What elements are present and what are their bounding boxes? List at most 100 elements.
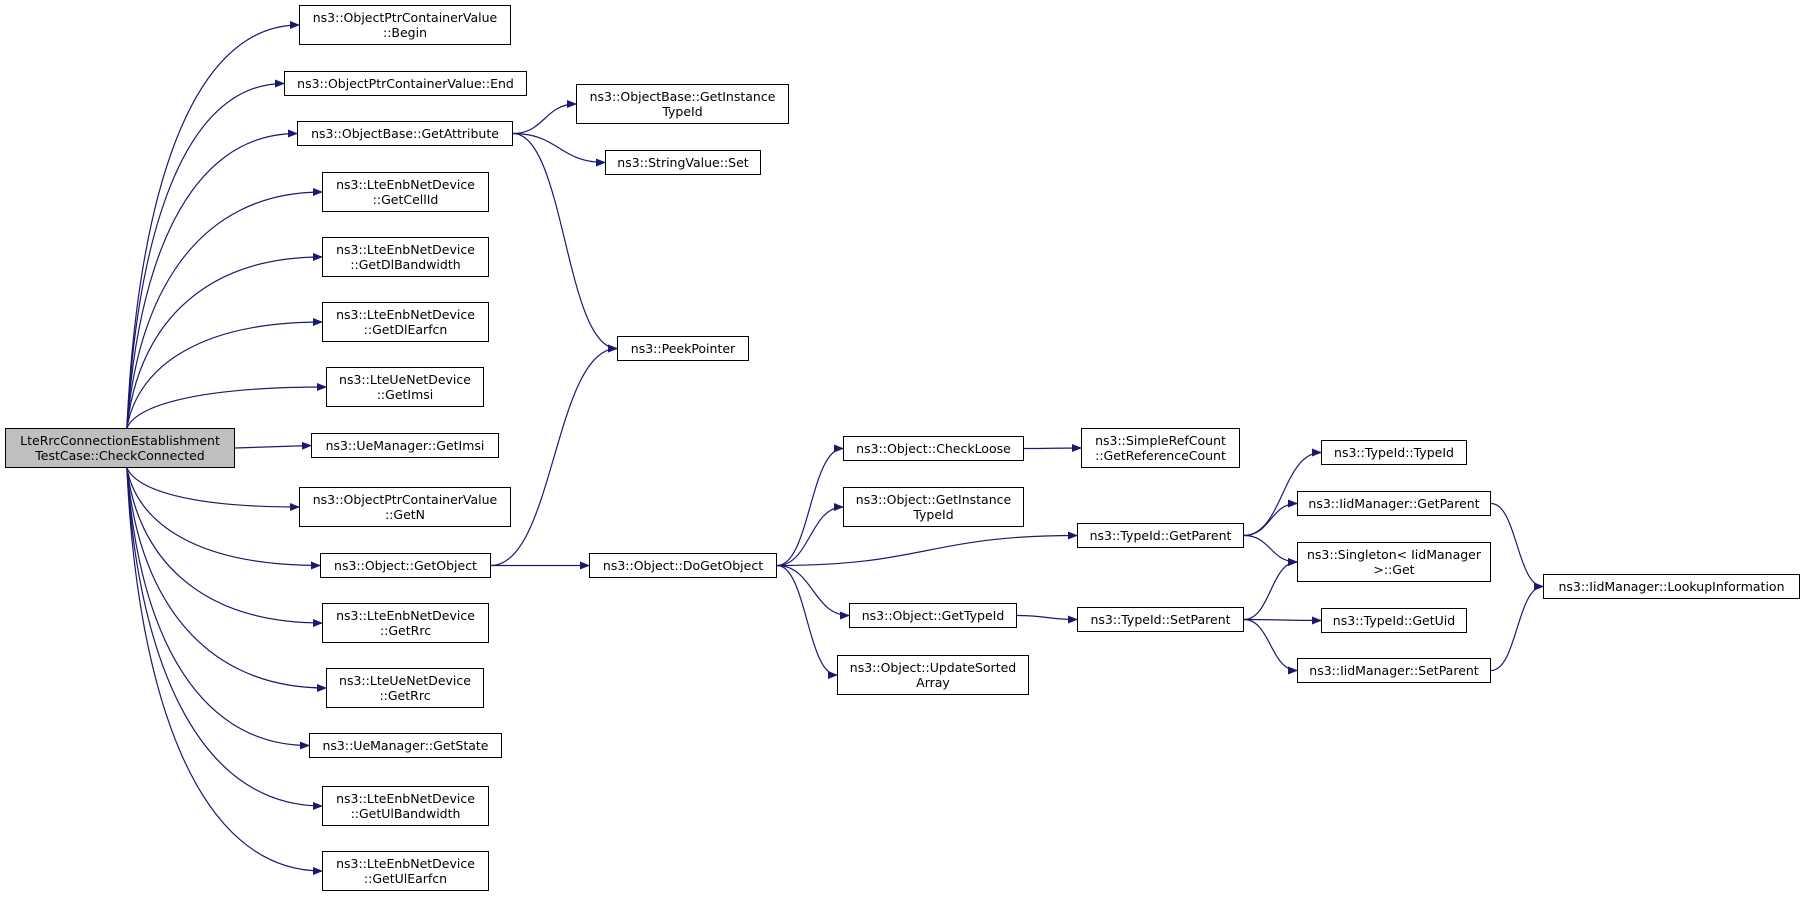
node-label-line2: Array: [916, 675, 950, 690]
edge-root-to-n_getdlearfcn: [126, 318, 323, 429]
node-label-line2: ::GetDlBandwidth: [350, 257, 461, 272]
node-lteenbnetdevice-getdlearfcn[interactable]: ns3::LteEnbNetDevice ::GetDlEarfcn: [322, 302, 489, 342]
node-label-line1: ns3::StringValue::Set: [617, 155, 749, 170]
node-label-line1: ns3::Object::DoGetObject: [602, 558, 764, 573]
node-label-line2: ::GetUlBandwidth: [350, 806, 461, 821]
edge-n_dogetobject-to-n_obj_getinstancetypeid: [776, 503, 844, 567]
edge-root-to-n_getobject: [126, 467, 321, 570]
edge-root-to-n_getcellid: [126, 188, 323, 429]
node-lteuenetdevice-getrrc[interactable]: ns3::LteUeNetDevice ::GetRrc: [326, 668, 484, 708]
node-label-line2: >::Get: [1373, 562, 1415, 577]
node-label-line1: ns3::LteEnbNetDevice: [336, 307, 475, 322]
node-object-updatesortedarray[interactable]: ns3::Object::UpdateSorted Array: [837, 655, 1029, 695]
node-label-line1: ns3::LteEnbNetDevice: [336, 608, 475, 623]
node-object-dogetobject[interactable]: ns3::Object::DoGetObject: [589, 553, 777, 578]
node-label-line1: ns3::Object::GetTypeId: [861, 608, 1005, 623]
edge-root-to-n_uemgr_getimsi: [234, 441, 312, 450]
edge-n_gettypeid-to-n_typeid_setparent: [1016, 614, 1078, 624]
edge-n_typeid_getparent-to-n_singleton_get: [1243, 534, 1298, 566]
edge-root-to-n_begin: [126, 21, 300, 429]
edge-n_getattribute-to-n_peekpointer: [512, 132, 618, 353]
node-lteenbnetdevice-getdlbandwidth[interactable]: ns3::LteEnbNetDevice ::GetDlBandwidth: [322, 237, 489, 277]
node-object-gettypeid[interactable]: ns3::Object::GetTypeId: [849, 603, 1017, 628]
node-label-line2: TypeId: [662, 104, 703, 119]
root-node-check-connected[interactable]: LteRrcConnectionEstablishment TestCase::…: [5, 428, 235, 468]
node-label-line2: ::GetN: [384, 507, 426, 522]
edge-n_iid_setparent-to-n_lookupinformation: [1490, 582, 1544, 672]
node-label-line2: ::GetImsi: [376, 387, 434, 402]
node-iidmanager-getparent[interactable]: ns3::IidManager::GetParent: [1297, 491, 1491, 516]
node-label-line1: ns3::LteEnbNetDevice: [336, 177, 475, 192]
node-label-line1: LteRrcConnectionEstablishment: [20, 433, 220, 448]
node-label-line1: ns3::ObjectBase::GetAttribute: [311, 126, 499, 141]
node-typeid-typeid[interactable]: ns3::TypeId::TypeId: [1321, 440, 1467, 465]
node-label-line1: ns3::IidManager::LookupInformation: [1558, 579, 1785, 594]
node-label-line1: ns3::TypeId::GetParent: [1089, 528, 1232, 543]
edge-n_getattribute-to-n_ob_getinstancetypeid: [512, 100, 577, 135]
edge-n_dogetobject-to-n_typeid_getparent: [776, 531, 1078, 567]
node-objectbase-getinstancetypeid[interactable]: ns3::ObjectBase::GetInstance TypeId: [576, 84, 789, 124]
node-stringvalue-set[interactable]: ns3::StringValue::Set: [605, 150, 761, 175]
node-label-line2: ::GetRrc: [379, 623, 432, 638]
node-label-line1: ns3::ObjectPtrContainerValue: [312, 492, 498, 507]
edge-root-to-n_getulearfcn: [126, 467, 323, 875]
node-object-getinstancetypeid[interactable]: ns3::Object::GetInstance TypeId: [843, 487, 1024, 527]
node-label-line2: ::GetDlEarfcn: [363, 322, 448, 337]
node-object-checkloose[interactable]: ns3::Object::CheckLoose: [843, 436, 1024, 461]
node-label-line1: ns3::LteUeNetDevice: [339, 372, 471, 387]
node-label-line2: ::GetUlEarfcn: [363, 871, 448, 886]
edge-n_dogetobject-to-n_gettypeid: [776, 564, 850, 620]
node-label-line2: ::GetCellId: [372, 192, 439, 207]
edge-n_checkloose-to-n_getreferencecount: [1023, 444, 1082, 453]
node-label-line1: ns3::TypeId::TypeId: [1334, 445, 1454, 460]
edge-n_typeid_getparent-to-n_iid_getparent: [1243, 499, 1298, 537]
edge-root-to-n_ue_getimsi: [126, 383, 327, 429]
node-peekpointer[interactable]: ns3::PeekPointer: [617, 336, 749, 361]
edge-root-to-n_ue_getrrc: [126, 467, 327, 692]
node-objectbase-getattribute[interactable]: ns3::ObjectBase::GetAttribute: [297, 121, 513, 146]
node-label-line1: ns3::Object::GetObject: [334, 558, 477, 573]
node-label-line2: ::GetReferenceCount: [1095, 448, 1226, 463]
node-uemanager-getimsi[interactable]: ns3::UeManager::GetImsi: [311, 433, 499, 458]
edge-n_typeid_setparent-to-n_singleton_get: [1243, 558, 1298, 621]
edge-root-to-n_getattribute: [126, 129, 298, 429]
node-uemanager-getstate[interactable]: ns3::UeManager::GetState: [309, 733, 502, 758]
node-label-line2: TypeId: [913, 507, 954, 522]
node-simplerefcount-getreferencecount[interactable]: ns3::SimpleRefCount ::GetReferenceCount: [1081, 428, 1240, 468]
node-label-line2: ::GetRrc: [379, 688, 431, 703]
edge-n_iid_getparent-to-n_lookupinformation: [1490, 502, 1544, 591]
edge-root-to-n_getulbandwidth: [126, 467, 323, 810]
node-lteuenetdevice-getimsi[interactable]: ns3::LteUeNetDevice ::GetImsi: [326, 367, 484, 407]
edge-root-to-n_getstate: [126, 467, 310, 750]
node-lteenbnetdevice-getulearfcn[interactable]: ns3::LteEnbNetDevice ::GetUlEarfcn: [322, 851, 489, 891]
node-objectptrcontainervalue-end[interactable]: ns3::ObjectPtrContainerValue::End: [284, 71, 527, 96]
node-typeid-setparent[interactable]: ns3::TypeId::SetParent: [1077, 607, 1244, 632]
node-objectptrcontainervalue-begin[interactable]: ns3::ObjectPtrContainerValue ::Begin: [299, 5, 511, 45]
node-label-line1: ns3::LteEnbNetDevice: [336, 791, 475, 806]
node-objectptrcontainervalue-getn[interactable]: ns3::ObjectPtrContainerValue ::GetN: [299, 487, 511, 527]
edge-root-to-n_getn: [126, 467, 300, 511]
node-lteenbnetdevice-getulbandwidth[interactable]: ns3::LteEnbNetDevice ::GetUlBandwidth: [322, 786, 489, 826]
node-label-line1: ns3::SimpleRefCount: [1095, 433, 1226, 448]
node-label-line1: ns3::UeManager::GetState: [322, 738, 489, 753]
node-label-line1: ns3::Singleton< IidManager: [1306, 547, 1482, 562]
node-label-line1: ns3::IidManager::GetParent: [1308, 496, 1480, 511]
node-object-getobject[interactable]: ns3::Object::GetObject: [320, 553, 491, 578]
edge-n_dogetobject-to-n_updatesortedarray: [776, 564, 838, 679]
node-typeid-getparent[interactable]: ns3::TypeId::GetParent: [1077, 523, 1244, 548]
node-lteenbnetdevice-getcellid[interactable]: ns3::LteEnbNetDevice ::GetCellId: [322, 172, 489, 212]
node-label-line1: ns3::Object::UpdateSorted: [849, 660, 1017, 675]
node-iidmanager-setparent[interactable]: ns3::IidManager::SetParent: [1297, 658, 1491, 683]
edge-n_typeid_setparent-to-n_typeid_getuid: [1243, 616, 1322, 625]
edge-group: [126, 21, 1544, 875]
node-iidmanager-lookupinformation[interactable]: ns3::IidManager::LookupInformation: [1543, 574, 1800, 599]
edge-n_typeid_getparent-to-n_typeid_typeid: [1243, 448, 1322, 537]
edge-root-to-n_getdlbandwidth: [126, 253, 323, 429]
node-singleton-iidmanager-get[interactable]: ns3::Singleton< IidManager >::Get: [1297, 542, 1491, 582]
edge-n_getattribute-to-n_stringvalue_set: [512, 132, 606, 167]
edge-n_typeid_setparent-to-n_iid_setparent: [1243, 618, 1298, 675]
node-label-line1: ns3::ObjectBase::GetInstance: [589, 89, 776, 104]
edge-n_dogetobject-to-n_checkloose: [776, 444, 844, 567]
node-typeid-getuid[interactable]: ns3::TypeId::GetUid: [1321, 608, 1467, 633]
node-lteenbnetdevice-getrrc[interactable]: ns3::LteEnbNetDevice ::GetRrc: [322, 603, 489, 643]
